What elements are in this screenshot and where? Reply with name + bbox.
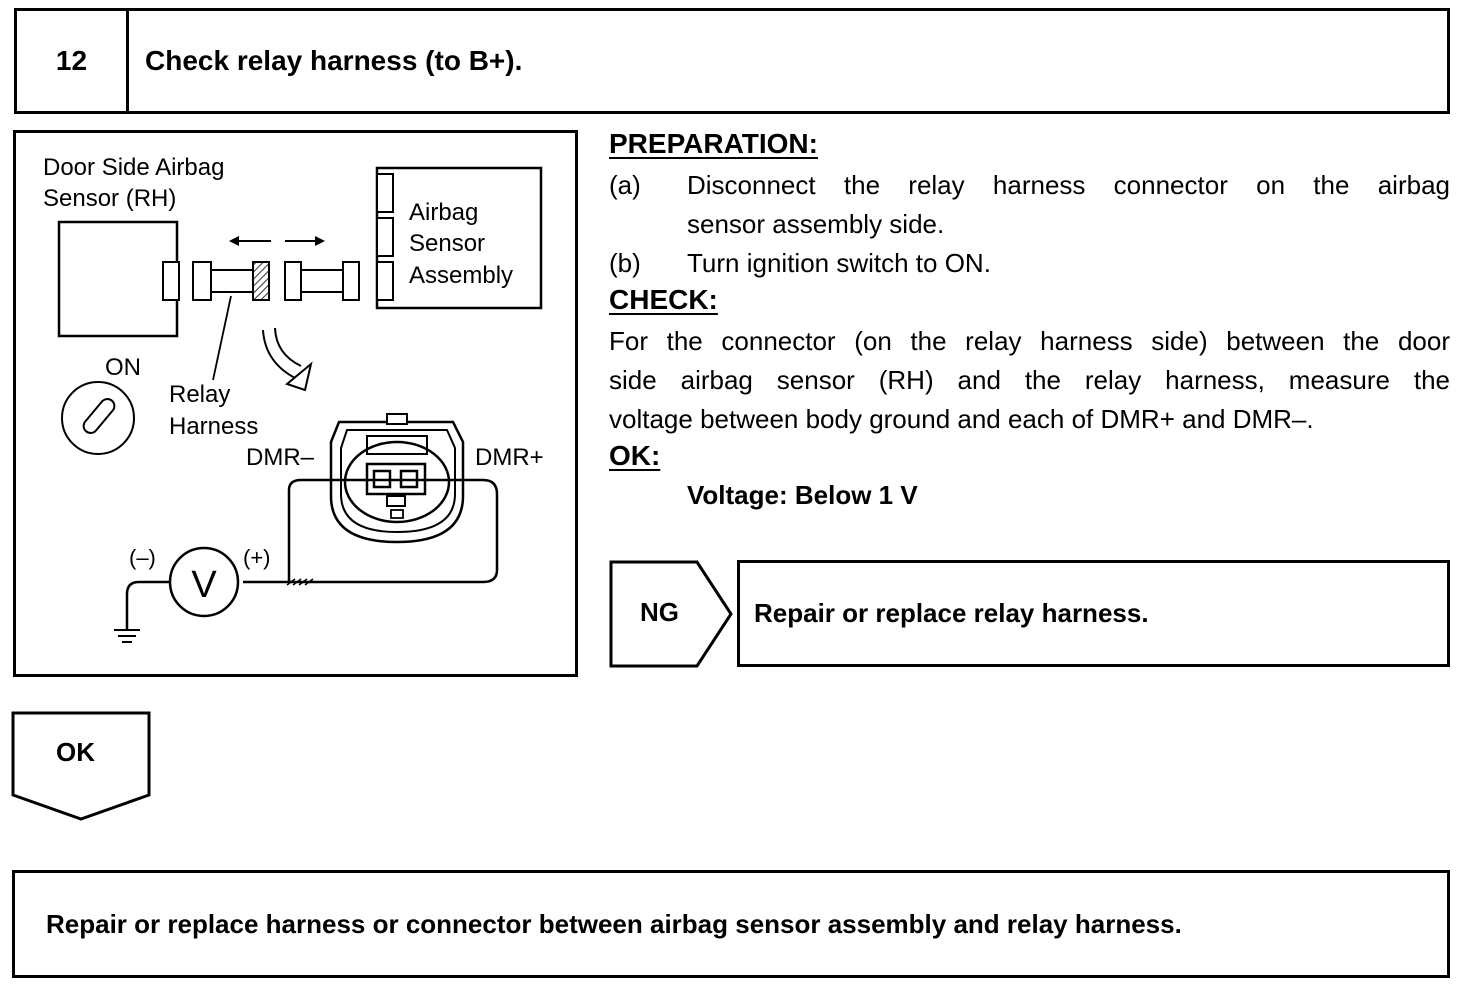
ignition-switch-icon bbox=[61, 381, 135, 455]
probe-wire bbox=[243, 478, 499, 584]
ok-spec-heading: OK: bbox=[609, 440, 661, 471]
ng-action-text: Repair or replace relay harness. bbox=[754, 598, 1149, 628]
ng-tag-label: NG bbox=[640, 597, 679, 627]
door-sensor-box bbox=[57, 220, 179, 338]
airbag-assembly-label-2: Sensor bbox=[409, 230, 485, 257]
prep-step-a-line1: Disconnect the relay harness connector o… bbox=[687, 170, 1450, 200]
ground-icon bbox=[114, 629, 140, 643]
ok-tag-label: OK bbox=[56, 737, 95, 767]
voltmeter-symbol: V bbox=[191, 564, 217, 606]
relay-connector-right bbox=[342, 261, 360, 301]
step-title: Check relay harness (to B+). bbox=[145, 45, 523, 76]
step-number: 12 bbox=[17, 11, 129, 111]
ok-spec-value: Voltage: Below 1 V bbox=[687, 480, 918, 510]
door-sensor-port bbox=[162, 261, 180, 301]
ok-action-text: Repair or replace harness or connector b… bbox=[46, 909, 1182, 939]
ok-action-box: Repair or replace harness or connector b… bbox=[12, 870, 1450, 978]
wiring-diagram: Door Side Airbag Sensor (RH) Airbag Sens… bbox=[13, 130, 578, 677]
relay-label-1: Relay bbox=[169, 381, 230, 408]
ignition-label: ON bbox=[105, 354, 141, 381]
prep-step-b-mark: (b) bbox=[609, 248, 641, 278]
airbag-assembly-label-3: Assembly bbox=[409, 262, 513, 289]
airbag-assembly-label-1: Airbag bbox=[409, 199, 478, 226]
door-sensor-label-1: Door Side Airbag bbox=[43, 154, 224, 181]
relay-connector-hatched bbox=[252, 261, 270, 301]
preparation-heading: PREPARATION: bbox=[609, 128, 818, 159]
prep-step-a-line2: sensor assembly side. bbox=[687, 209, 945, 239]
relay-connector-mid bbox=[284, 261, 302, 301]
check-line-1: For the connector (on the relay harness … bbox=[609, 326, 1450, 356]
relay-connector-left bbox=[192, 261, 212, 301]
dmr-minus-label: DMR– bbox=[246, 444, 315, 471]
relay-label-2: Harness bbox=[169, 413, 258, 440]
meter-minus-label: (–) bbox=[129, 545, 156, 570]
ng-tag-shape bbox=[609, 560, 733, 668]
door-sensor-label-2: Sensor (RH) bbox=[43, 185, 176, 212]
check-line-3: voltage between body ground and each of … bbox=[609, 404, 1314, 434]
prep-step-b-line1: Turn ignition switch to ON. bbox=[687, 248, 991, 278]
check-heading: CHECK: bbox=[609, 284, 718, 315]
meter-plus-label: (+) bbox=[243, 545, 271, 570]
step-header: 12 Check relay harness (to B+). bbox=[14, 8, 1450, 114]
ok-tag-shape bbox=[11, 711, 151, 821]
connector-front-view bbox=[329, 413, 465, 544]
curved-arrow-icon bbox=[284, 361, 313, 392]
prep-step-a-mark: (a) bbox=[609, 170, 641, 200]
ng-action-box: Repair or replace relay harness. bbox=[737, 560, 1450, 667]
diagram-svg: Door Side Airbag Sensor (RH) Airbag Sens… bbox=[43, 154, 544, 643]
dmr-plus-label: DMR+ bbox=[475, 444, 544, 471]
check-line-2: side airbag sensor (RH) and the relay ha… bbox=[609, 365, 1450, 395]
